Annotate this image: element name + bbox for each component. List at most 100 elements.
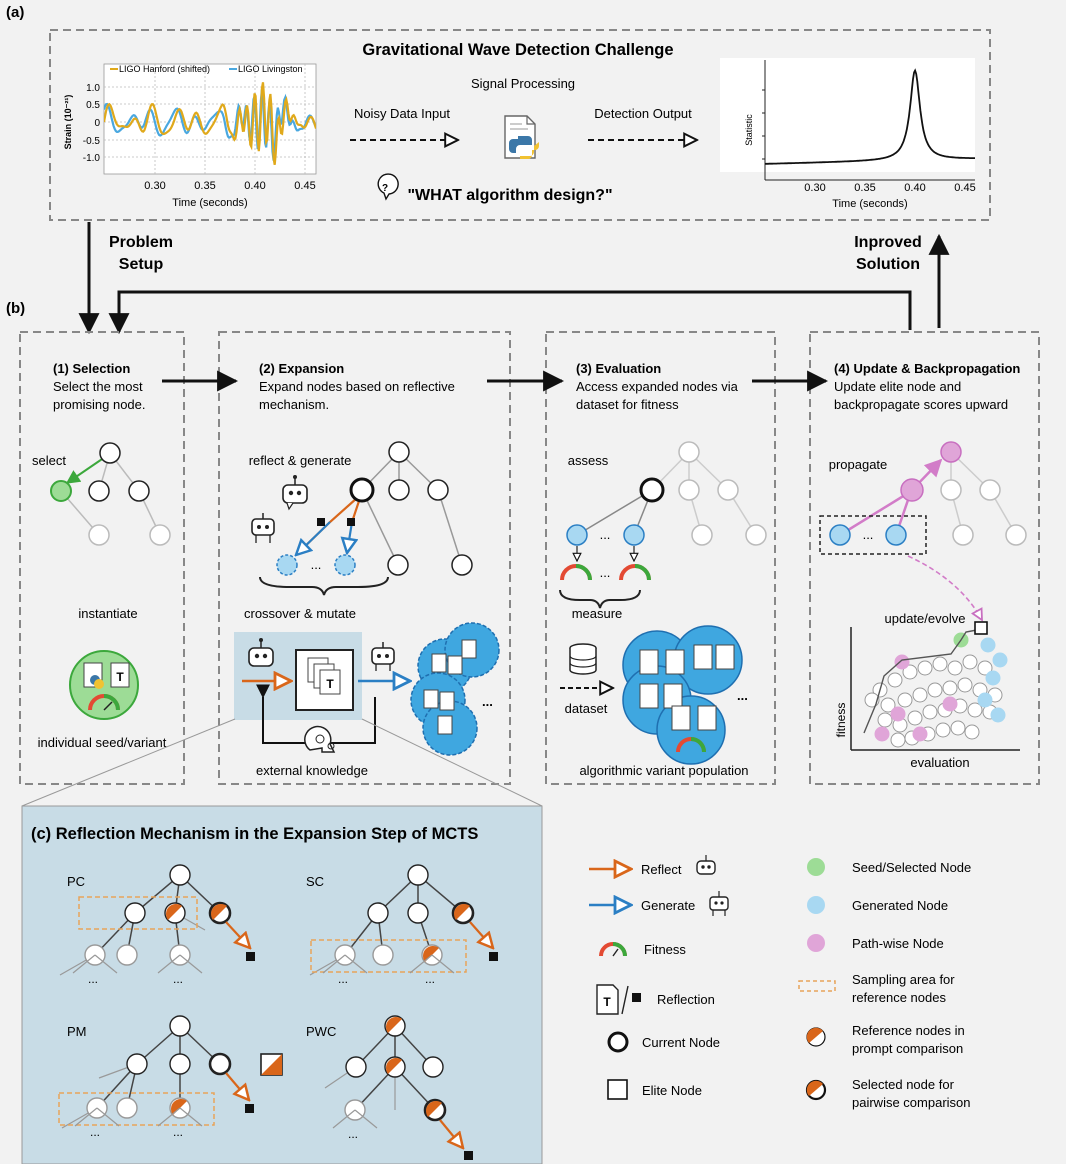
select-label: select [32, 453, 66, 468]
elite-node-icon [607, 1079, 628, 1100]
svg-text:T: T [116, 670, 124, 684]
reflect-arrow [225, 921, 250, 948]
tree-edge [74, 1107, 98, 1127]
scatter-point [947, 660, 963, 676]
tree-edge [179, 954, 203, 974]
problem-setup-label-1: Problem [109, 234, 173, 251]
scatter-point [992, 652, 1008, 668]
pc-label: PC [67, 874, 85, 889]
assess-label: assess [568, 453, 609, 468]
scatter-point [902, 664, 918, 680]
ellipsis: ... [600, 565, 611, 580]
detection-statistic-chart: Statistic 0.30 0.35 0.40 0.45 Time (seco… [720, 58, 976, 210]
scatter-point [907, 710, 923, 726]
scatter-point [980, 637, 996, 653]
scatter-point [985, 670, 1001, 686]
legend-sampling-2: reference nodes [852, 990, 946, 1005]
evaluation-title: (3) Evaluation [576, 361, 661, 376]
reference-half [385, 1017, 402, 1033]
tree-edge [332, 1109, 356, 1129]
population-label: algorithmic variant population [579, 763, 748, 778]
tree-edge [409, 954, 433, 974]
legend-current: Current Node [642, 1035, 720, 1050]
tree-node [367, 902, 389, 924]
reference-half [385, 1057, 402, 1074]
legend-generated: Generated Node [852, 898, 948, 913]
xtick: 0.30 [804, 182, 825, 194]
reflection-doc-icon: T [596, 984, 641, 1015]
reference-node-icon [806, 1027, 826, 1047]
ellipsis: ... [173, 1125, 183, 1139]
pwc-label: PWC [306, 1024, 336, 1039]
current-node [349, 477, 375, 503]
scatter-point [942, 696, 958, 712]
measure-brace [559, 589, 641, 609]
reflection-square [245, 1104, 254, 1113]
left-ylabel: Strain (10⁻²¹) [63, 95, 73, 150]
update-frame [809, 331, 1040, 785]
sampling-area-icon [798, 980, 836, 992]
tree-node [372, 944, 394, 966]
crossover-label: crossover & mutate [244, 606, 356, 621]
tree-edge [322, 954, 346, 974]
xtick: 0.30 [144, 180, 165, 192]
tree-edge [179, 1107, 203, 1127]
expansion-title: (2) Expansion [259, 361, 344, 376]
selected-node [50, 480, 72, 502]
legend-reflection: Reflection [657, 992, 715, 1007]
tree-node [124, 902, 146, 924]
panel-a-label: (a) [6, 4, 24, 21]
propagate-label: propagate [829, 457, 888, 472]
tree-node [169, 864, 191, 886]
expansion-tree: ... [276, 441, 473, 576]
ytick: -1.0 [83, 153, 101, 164]
legend-fitness: Fitness [644, 942, 686, 957]
seed-node-icon [807, 858, 825, 876]
legend-livingston: LIGO Livingston [238, 64, 303, 74]
legend-selnode-1: Selected node for [852, 1077, 955, 1092]
scatter-point [890, 706, 906, 722]
expansion-frame [218, 331, 511, 785]
xtick: 0.35 [854, 182, 875, 194]
tree-edge [94, 954, 118, 974]
ellipsis: ... [173, 972, 183, 986]
backprop-loop-arrow [108, 290, 912, 335]
problem-setup-label-2: Setup [119, 256, 164, 273]
reflection-square [464, 1151, 473, 1160]
selection-frame [19, 331, 185, 785]
xtick: 0.45 [294, 180, 315, 192]
update-desc-1: Update elite node and [834, 379, 961, 394]
mini-trees: ..................... [58, 864, 498, 1160]
tree-node [116, 1097, 138, 1119]
evaluation-desc-1: Access expanded nodes via [576, 379, 739, 394]
panel-c-title: (c) Reflection Mechanism in the Expansio… [31, 825, 478, 843]
expansion-desc-2: mechanism. [259, 397, 329, 412]
instantiate-label: instantiate [78, 606, 137, 621]
reflect-arrow [439, 1119, 463, 1148]
generated-node-icon [807, 896, 825, 914]
update-evolve-label: update/evolve [885, 611, 966, 626]
scatter-point [894, 654, 910, 670]
robot-icon [709, 891, 729, 916]
evaluation-desc-2: dataset for fitness [576, 397, 679, 412]
evaluation-tree: ... ... [560, 441, 767, 581]
ellipsis: ... [863, 527, 874, 542]
elite-node [974, 621, 988, 635]
variant-population: ... [622, 625, 748, 765]
svg-text:T: T [326, 677, 334, 691]
tree-node [208, 1052, 232, 1076]
legend: Reflect Generate Fitness T Reflection [589, 855, 971, 1110]
ellipsis: ... [737, 688, 748, 703]
scatter-point [990, 707, 1006, 723]
selection-desc-1: Select the most [53, 379, 143, 394]
evaluation-axis-label: evaluation [910, 755, 969, 770]
scatter-point [964, 724, 980, 740]
reference-half [425, 1101, 442, 1117]
svg-text:?: ? [382, 183, 388, 194]
question-bubble-icon: ? [377, 173, 399, 201]
fitness-gauge-icon [599, 942, 627, 957]
detection-output-label: Detection Output [594, 106, 692, 121]
robot-icon [251, 513, 275, 543]
ellipsis: ... [338, 972, 348, 986]
seed-label: individual seed/variant [38, 735, 167, 750]
